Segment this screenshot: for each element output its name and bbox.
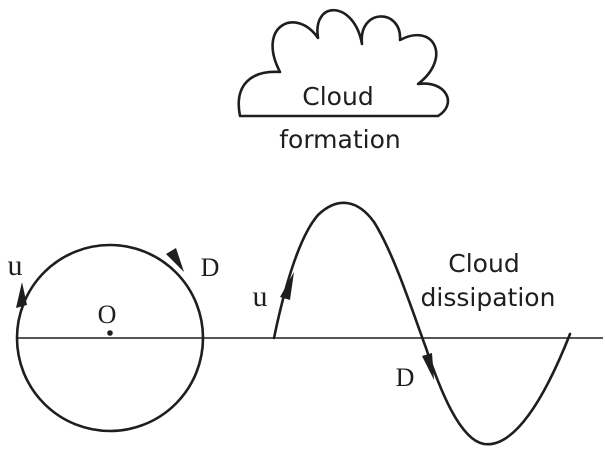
cloud-dissipation-label-line2: dissipation — [421, 283, 556, 312]
cloud-formation-label-line2: formation — [279, 125, 401, 154]
circle-arrow-down-right-icon — [166, 248, 184, 272]
wave-arrow-down-icon — [422, 353, 434, 380]
cloud-dissipation-label-line1: Cloud — [448, 249, 519, 278]
circle-arrow-up-icon — [16, 282, 27, 308]
wave-curve — [272, 201, 572, 446]
wave-u-label: u — [253, 280, 268, 313]
cloud-icon — [237, 8, 450, 118]
wave-arrow-up-icon — [280, 272, 294, 300]
cloud-formation-label-line1: Cloud — [302, 82, 373, 111]
orbit-center-label: O — [98, 300, 117, 329]
orbit-circle — [15, 243, 205, 433]
orbit-center-point — [107, 330, 113, 336]
wave-d-label: D — [396, 363, 415, 392]
circle-u-label: u — [8, 249, 23, 282]
circle-d-label: D — [201, 253, 220, 282]
